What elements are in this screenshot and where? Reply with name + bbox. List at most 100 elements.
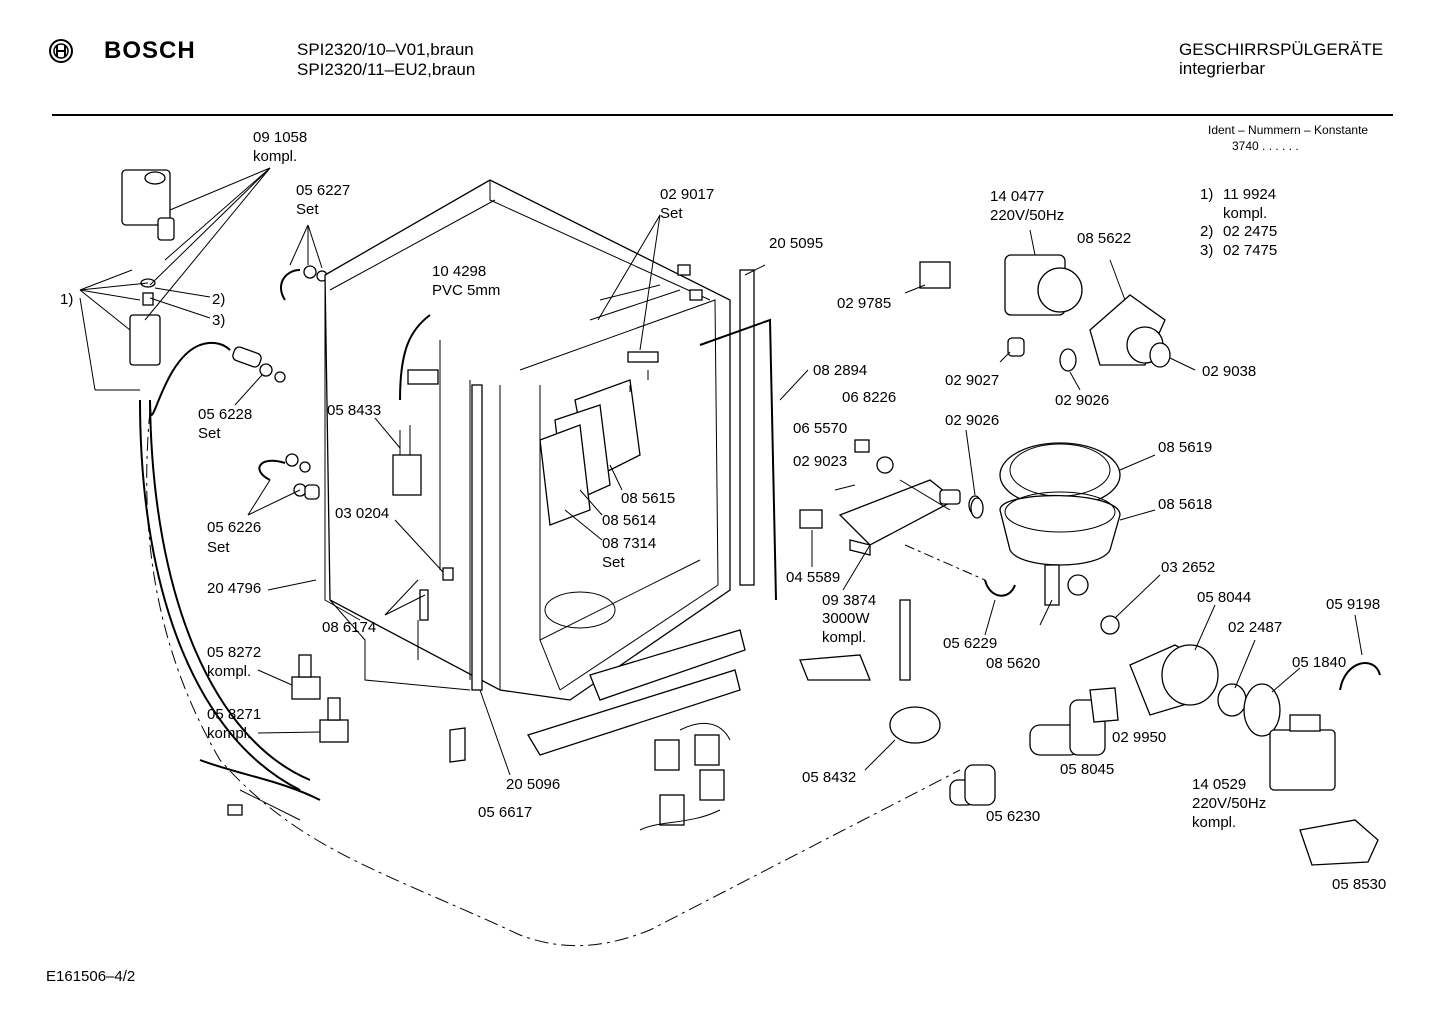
bracket-056617 — [449, 727, 466, 763]
label-087314-note: Set — [602, 554, 625, 571]
label-093874-power: 3000W — [822, 610, 870, 627]
label-056226: 05 6226 — [207, 519, 262, 536]
label-030204: 03 0204 — [335, 505, 390, 522]
label-205095: 20 5095 — [769, 235, 824, 252]
bushing-029027 — [1007, 337, 1025, 357]
label-058432: 05 8432 — [802, 769, 857, 786]
hose-set-056228 — [232, 346, 286, 406]
label-029027: 02 9027 — [945, 372, 1000, 389]
solenoid-valve-058272 — [257, 654, 321, 700]
label-093874: 09 3874 — [822, 592, 877, 609]
impeller-022487 — [1217, 683, 1247, 717]
callout-1: 1) — [60, 291, 74, 308]
label-068226: 06 8226 — [842, 389, 897, 406]
door-seal-082894 — [699, 318, 777, 601]
footnote-1b-text: kompl. — [1223, 205, 1268, 222]
label-205096: 20 5096 — [506, 776, 561, 793]
base-rail-upper — [589, 629, 746, 701]
label-082894: 08 2894 — [813, 362, 868, 379]
label-029785: 02 9785 — [837, 295, 892, 312]
dashed-pump-connection — [904, 544, 986, 581]
label-029038: 02 9038 — [1202, 363, 1257, 380]
ident-value: 3740 . . . . . . — [1232, 139, 1299, 153]
label-085614: 08 5614 — [602, 512, 657, 529]
sump-assembly — [999, 442, 1156, 626]
label-056227-note: Set — [296, 201, 319, 218]
label-085615: 08 5615 — [621, 490, 676, 507]
drawing-id: E161506–4/2 — [46, 968, 136, 985]
hose-set-056227 — [280, 224, 328, 301]
category-subtitle: integrierbar — [1179, 59, 1265, 78]
label-140529-note: kompl. — [1192, 814, 1237, 831]
label-032652: 03 2652 — [1161, 559, 1216, 576]
seal-ring-029026a — [1059, 348, 1077, 372]
label-051840: 05 1840 — [1292, 654, 1347, 671]
label-029017: 02 9017 — [660, 186, 715, 203]
footnote-1-num: 1) — [1200, 186, 1214, 203]
gasket-029950 — [1089, 687, 1119, 723]
float-switch — [384, 519, 454, 660]
label-140477-note: 220V/50Hz — [990, 207, 1065, 224]
model-number-2: SPI2320/11–EU2,braun — [297, 60, 476, 79]
label-065570: 06 5570 — [793, 420, 848, 437]
label-056617: 05 6617 — [478, 804, 533, 821]
callout-3: 3) — [212, 312, 226, 329]
label-140477: 14 0477 — [990, 188, 1045, 205]
label-085620: 08 5620 — [986, 655, 1041, 672]
connector-029785 — [919, 261, 951, 289]
model-number-1: SPI2320/10–V01,braun — [297, 40, 474, 59]
label-058272: 05 8272 — [207, 644, 262, 661]
inlet-valve-assembly — [79, 167, 271, 391]
inlet-hose — [149, 341, 231, 416]
seal-ring-029026b — [970, 497, 984, 519]
label-140529-rating: 220V/50Hz — [1192, 795, 1267, 812]
label-085622: 08 5622 — [1077, 230, 1132, 247]
label-085619: 08 5619 — [1158, 439, 1213, 456]
footnote-1-text: 11 9924 — [1223, 186, 1277, 203]
brand-name: BOSCH — [104, 37, 196, 64]
impeller-cover-051840 — [1243, 683, 1281, 737]
footnote-2-num: 2) — [1200, 223, 1214, 240]
label-058272-note: kompl. — [207, 663, 252, 680]
label-056229: 05 6229 — [943, 635, 998, 652]
heating-element-093874 — [838, 479, 982, 556]
label-029017-note: Set — [660, 205, 683, 222]
label-029023: 02 9023 — [793, 453, 848, 470]
detergent-dispenser — [539, 214, 661, 541]
category-title: GESCHIRRSPÜLGERÄTE — [1179, 40, 1384, 59]
label-058433: 05 8433 — [327, 402, 382, 419]
drain-pump-motor-140529 — [1269, 714, 1336, 791]
door-seal-right — [739, 269, 755, 586]
wiring-connectors — [639, 722, 731, 831]
label-091058: 09 1058 — [253, 129, 308, 146]
label-056230: 05 6230 — [986, 808, 1041, 825]
clamp-059198 — [1339, 662, 1381, 691]
label-022487: 02 2487 — [1228, 619, 1283, 636]
label-029950: 02 9950 — [1112, 729, 1167, 746]
pressure-switch — [889, 706, 941, 744]
label-058530: 05 8530 — [1332, 876, 1387, 893]
dishwasher-tub — [324, 179, 731, 701]
seal-032652 — [1100, 615, 1120, 635]
label-091058-note: kompl. — [253, 148, 298, 165]
footnote-3-num: 3) — [1200, 242, 1214, 259]
label-140529: 14 0529 — [1192, 776, 1247, 793]
footnote-2-text: 02 2475 — [1223, 223, 1278, 240]
dashed-hose-path — [146, 409, 961, 947]
solenoid-valve-058271 — [257, 697, 349, 743]
footnote-3-text: 02 7475 — [1223, 242, 1278, 259]
label-058044: 05 8044 — [1197, 589, 1252, 606]
thermostat-045589 — [799, 509, 823, 529]
drain-elbow — [984, 579, 1016, 597]
label-204796: 20 4796 — [207, 580, 262, 597]
label-093874-note: kompl. — [822, 629, 867, 646]
bosch-logo-icon — [48, 38, 74, 69]
label-056228-note: Set — [198, 425, 221, 442]
pressure-switch-bracket — [799, 654, 871, 681]
label-058045: 05 8045 — [1060, 761, 1115, 778]
drain-pump-housing-058044 — [1129, 604, 1219, 716]
cable-harness — [199, 759, 321, 801]
label-104298: 10 4298 — [432, 263, 487, 280]
level-hose — [899, 599, 911, 681]
label-087314: 08 7314 — [602, 535, 657, 552]
